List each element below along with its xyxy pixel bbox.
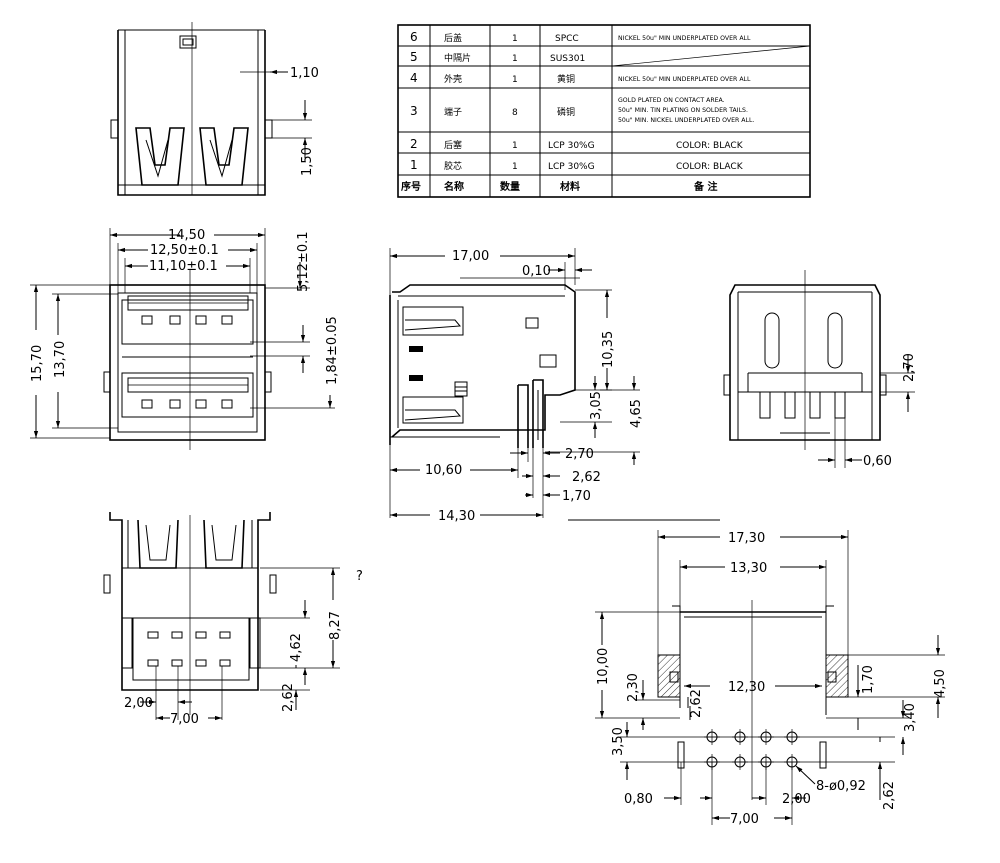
top-dim-2: 1,50	[300, 147, 315, 176]
pcb-pitch-1: 0,80	[624, 792, 653, 807]
bom-remark-2: COLOR: BLACK	[676, 141, 744, 151]
side-height-2: 3,05	[589, 391, 604, 420]
bottom-width-2: 7,00	[170, 712, 199, 727]
bom-no-5: 5	[410, 50, 418, 64]
bom-remark-4: NICKEL 50u" MIN UNDERPLATED OVER ALL	[618, 76, 751, 83]
pcb-height-1: 10,00	[596, 648, 611, 685]
pcb-height-8: 2,62	[882, 781, 897, 810]
side-width-4: 14,30	[438, 509, 475, 524]
bom-no-1: 1	[410, 158, 418, 172]
bom-header-remark: 备 注	[693, 180, 717, 193]
top-dim-1: 1,10	[290, 66, 319, 81]
bom-qty-1: 1	[512, 162, 518, 172]
bom-name-3: 端子	[444, 106, 462, 118]
bottom-width-1: 2,00	[124, 696, 153, 711]
rear-view: 2,70 0,60	[723, 270, 917, 469]
bom-remark-3-line3: 50u" MIN. NICKEL UNDERPLATED OVER ALL.	[618, 117, 754, 124]
pcb-width-3: 12,30	[728, 680, 765, 695]
pcb-pitch-2: 2,00	[782, 792, 811, 807]
front-width-2: 12,50±0.1	[150, 243, 219, 258]
pcb-height-5: 4,50	[933, 669, 948, 698]
side-pin-2: 2,62	[572, 470, 601, 485]
bom-qty-5: 1	[512, 54, 518, 64]
pcb-height-2: 2,30	[626, 673, 641, 702]
pcb-layout: 17,30 13,30 12,30	[595, 530, 948, 827]
side-width-3: 10,60	[425, 463, 462, 478]
pcb-height-3: 2,62	[689, 689, 704, 718]
bom-qty-4: 1	[512, 75, 518, 85]
front-height-4: 1,84±0.05	[325, 316, 340, 385]
side-pin-3: 1,70	[562, 489, 591, 504]
side-height-3: 4,65	[629, 399, 644, 428]
bom-name-5: 中隔片	[444, 52, 471, 64]
front-height-2: 15,70	[30, 345, 45, 382]
bom-name-2: 后塞	[444, 139, 462, 151]
front-view: 14,50 12,50±0.1 11,10±0.1 15,70 13,70 5,…	[30, 228, 340, 450]
bom-remark-3-line1: GOLD PLATED ON CONTACT AREA.	[618, 97, 725, 104]
pcb-height-6: 3,40	[903, 703, 918, 732]
bom-no-6: 6	[410, 30, 418, 44]
bom-header-no: 序号	[401, 180, 421, 193]
side-width-2: 0,10	[522, 264, 551, 279]
bom-no-2: 2	[410, 137, 418, 151]
bom-header-name: 名称	[444, 180, 464, 193]
side-pin-1: 2,70	[565, 447, 594, 462]
bom-no-4: 4	[410, 71, 418, 85]
bom-remark-1: COLOR: BLACK	[676, 162, 744, 172]
stray-mark: ?	[356, 569, 363, 584]
bottom-height-1: 8,27	[328, 611, 343, 640]
front-height-1: 5,12±0.1	[296, 231, 311, 292]
pcb-height-4: 1,70	[861, 665, 876, 694]
rear-dim-2: 0,60	[863, 454, 892, 469]
bom-qty-3: 8	[512, 108, 518, 118]
bom-name-1: 胶芯	[444, 160, 462, 172]
side-width-1: 17,00	[452, 249, 489, 264]
bottom-view: 8,27 4,62 2,62 2,00 7,00	[103, 512, 343, 727]
bom-material-6: SPCC	[555, 34, 579, 44]
front-width-1: 14,50	[168, 228, 205, 243]
side-height-1: 10,35	[601, 331, 616, 368]
pcb-pitch-3: 7,00	[730, 812, 759, 827]
bom-qty-6: 1	[512, 34, 518, 44]
bom-qty-2: 1	[512, 141, 518, 151]
bom-table: 6 后盖 1 SPCC NICKEL 50u" MIN UNDERPLATED …	[397, 24, 811, 198]
side-view: 17,00 0,10 10,35 3,05 4,65 10,60 2,70	[389, 248, 644, 524]
bom-material-1: LCP 30%G	[548, 162, 595, 172]
front-width-3: 11,10±0.1	[149, 259, 218, 274]
bom-material-3: 磷铜	[557, 106, 575, 118]
bom-material-2: LCP 30%G	[548, 141, 595, 151]
bottom-height-3: 2,62	[281, 683, 296, 712]
bom-header-qty: 数量	[500, 180, 520, 193]
pcb-hole-callout: 8-ø0,92	[816, 779, 866, 794]
bom-name-6: 后盖	[444, 32, 462, 44]
bom-material-4: 黄铜	[557, 73, 575, 85]
pcb-width-2: 13,30	[730, 561, 767, 576]
bom-name-4: 外壳	[444, 73, 462, 85]
bottom-height-2: 4,62	[289, 633, 304, 662]
front-height-3: 13,70	[53, 341, 68, 378]
bom-no-3: 3	[410, 104, 418, 118]
bom-remark-3-line2: 50u" MIN. TIN PLATING ON SOLDER TAILS.	[618, 107, 748, 114]
bom-material-5: SUS301	[550, 54, 585, 64]
top-view: 1,10 1,50	[110, 22, 319, 196]
pcb-height-7: 3,50	[611, 727, 626, 756]
rear-dim-1: 2,70	[902, 353, 917, 382]
pcb-width-1: 17,30	[728, 531, 765, 546]
bom-remark-6: NICKEL 50u" MIN UNDERPLATED OVER ALL	[618, 35, 751, 42]
bom-header-material: 材料	[560, 180, 580, 193]
